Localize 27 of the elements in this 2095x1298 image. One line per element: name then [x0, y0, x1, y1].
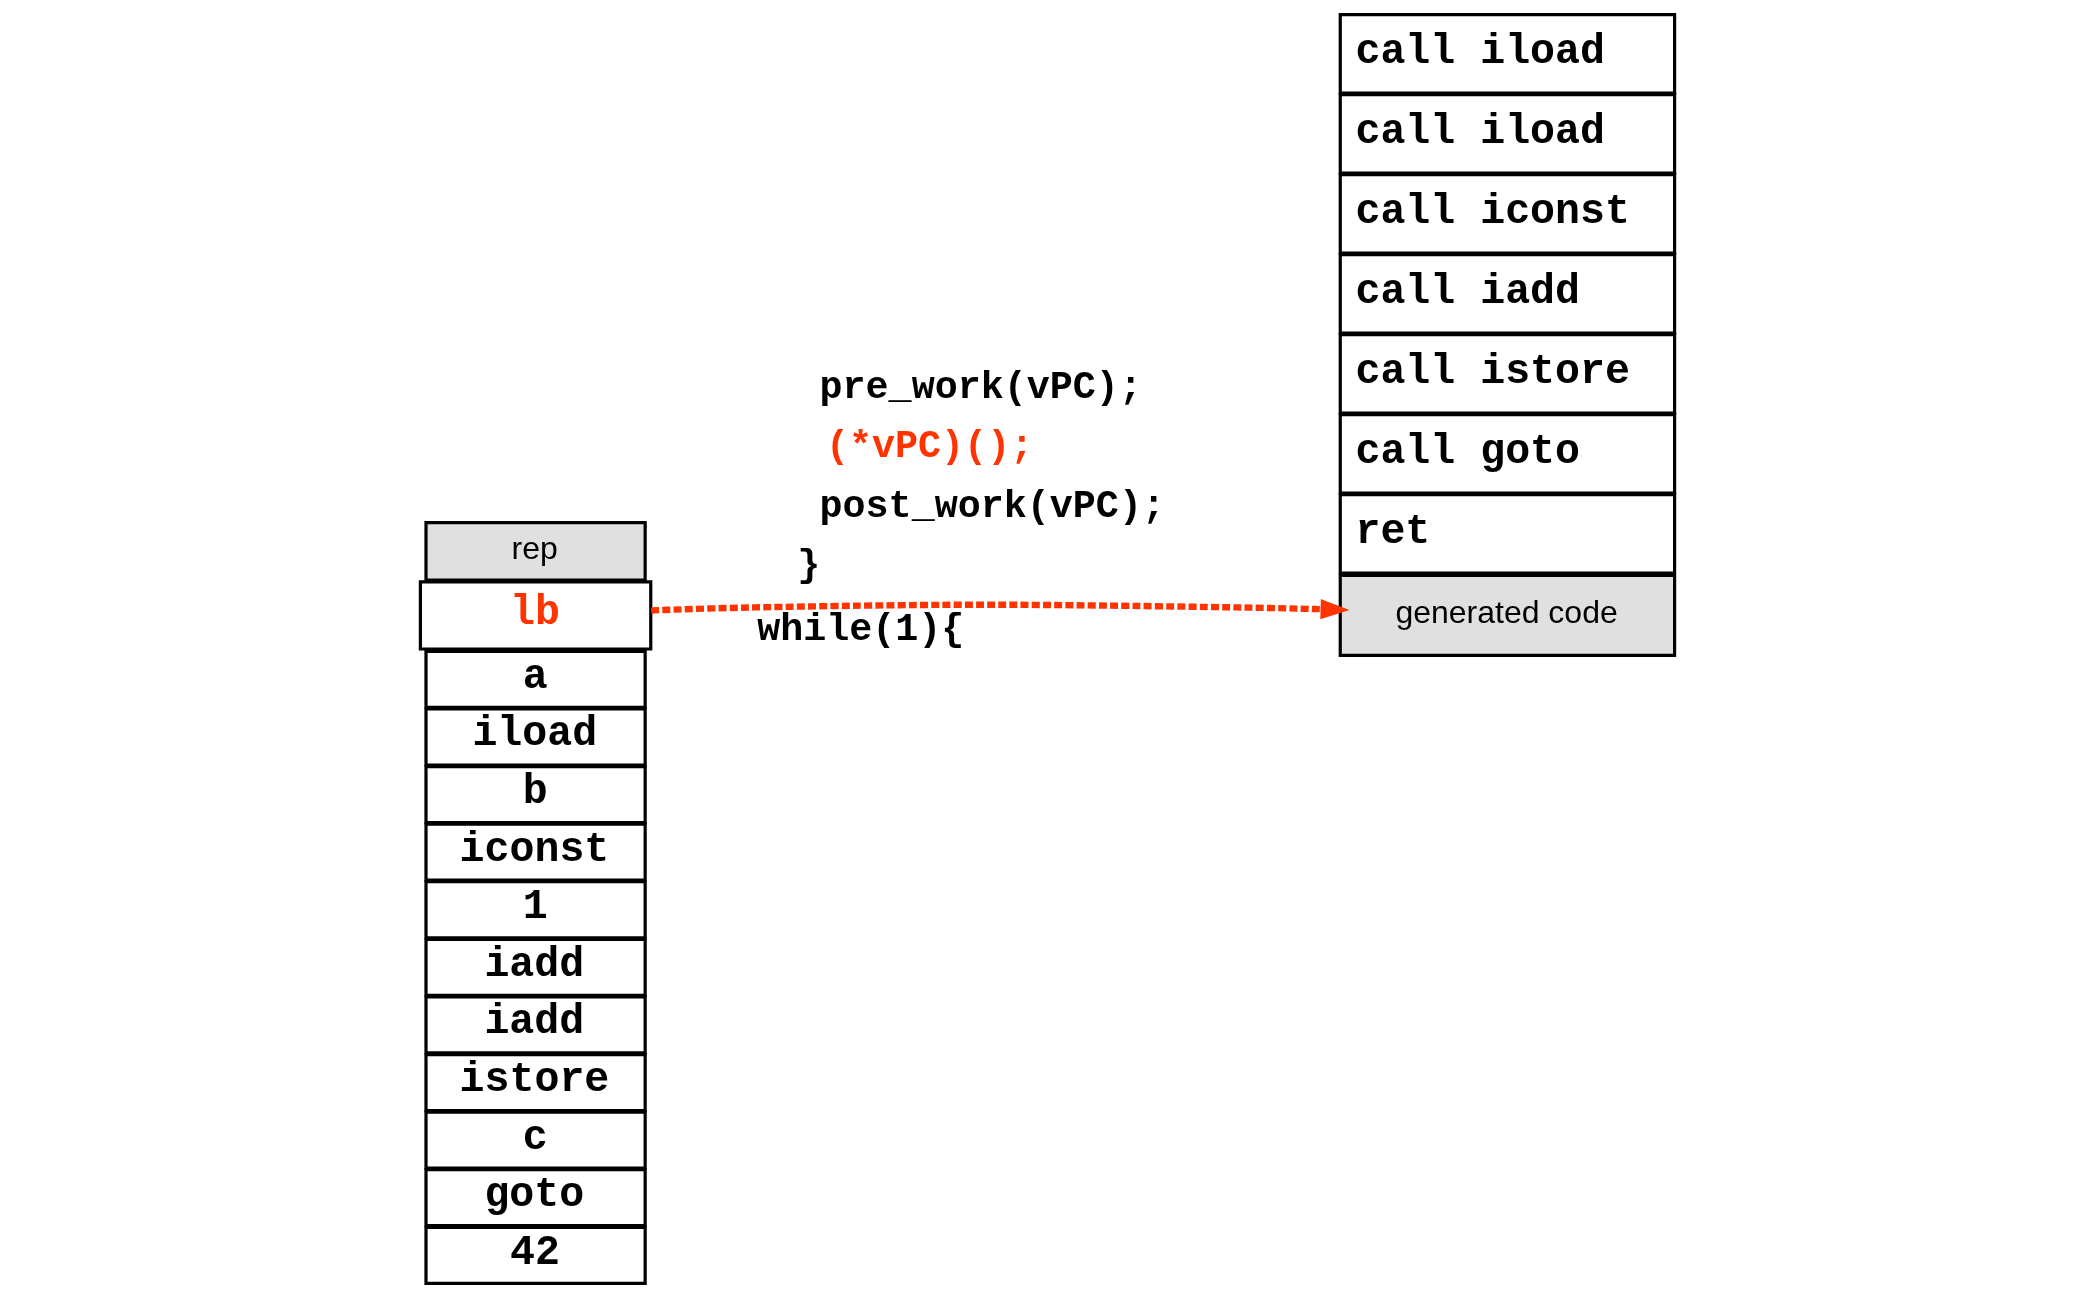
- node-box: iload: [424, 707, 647, 767]
- label: pre_work(vPC);: [819, 366, 1142, 411]
- node-box: iadd: [424, 995, 647, 1055]
- node-box: call iconst: [1338, 173, 1677, 255]
- node-box: b: [424, 765, 647, 825]
- node-box: call goto: [1338, 413, 1677, 495]
- node-box: a: [424, 649, 647, 709]
- node-box: istore: [424, 1052, 647, 1113]
- label: while(1){: [757, 607, 965, 652]
- node-box: 42: [424, 1225, 647, 1285]
- node-box: call istore: [1338, 333, 1677, 415]
- label: (*vPC)();: [825, 425, 1034, 470]
- node-box: iadd: [424, 937, 647, 997]
- arrow: [651, 599, 1350, 620]
- node-box: generated code: [1338, 573, 1677, 657]
- node-box: call iadd: [1338, 253, 1677, 335]
- node-box: c: [424, 1110, 647, 1170]
- label: }: [797, 543, 821, 588]
- node-box: rep: [424, 521, 647, 582]
- node-box: call iload: [1338, 93, 1677, 175]
- node-box: goto: [424, 1168, 647, 1228]
- node-box: lb: [418, 580, 653, 651]
- node-box: 1: [424, 880, 647, 940]
- label: post_work(vPC);: [819, 484, 1165, 529]
- node-box: ret: [1338, 493, 1677, 575]
- node-box: call iload: [1338, 13, 1677, 95]
- node-box: iconst: [424, 822, 647, 882]
